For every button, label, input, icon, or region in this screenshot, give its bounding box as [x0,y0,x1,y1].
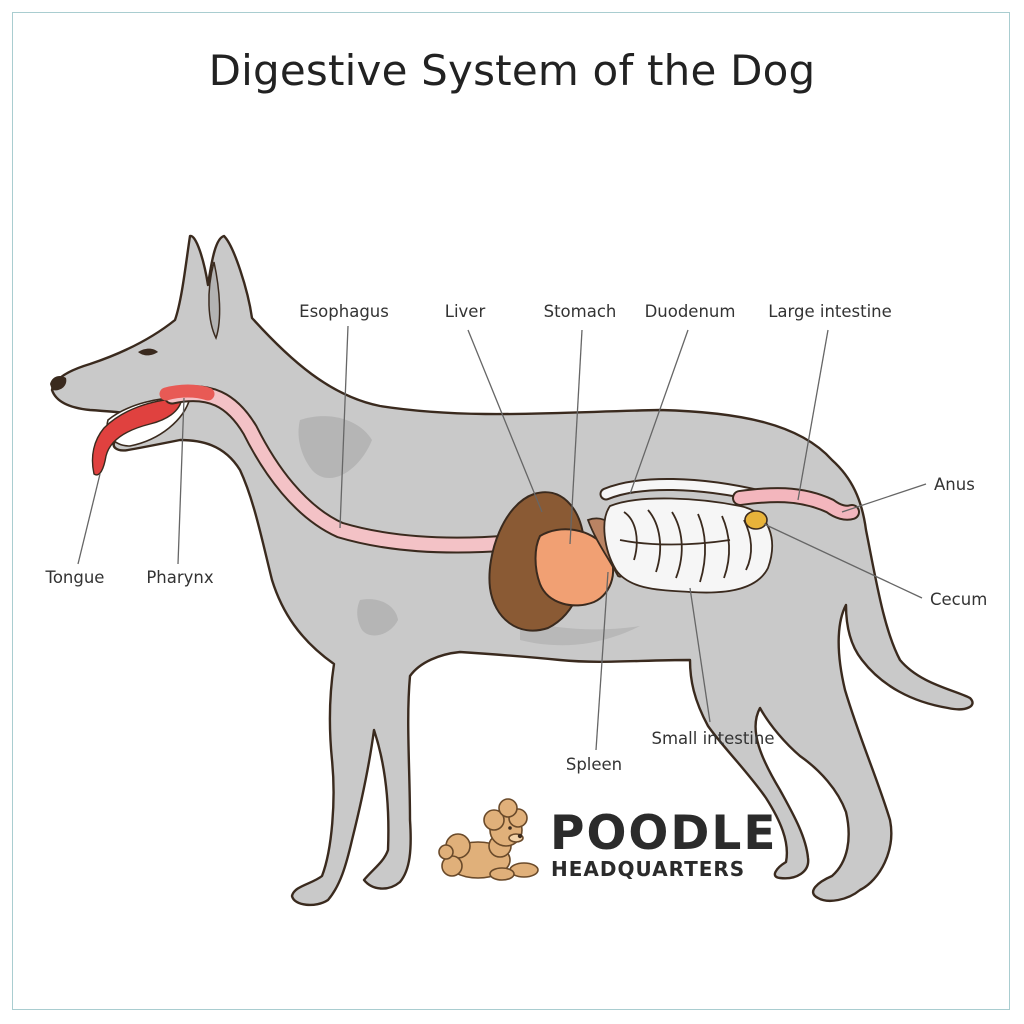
label-esophagus: Esophagus [299,302,389,321]
leader-large-intestine [797,329,829,501]
leader-small-intestine [689,587,711,723]
label-pharynx: Pharynx [146,568,214,587]
leader-spleen [595,571,609,751]
brand-name-line2: HEADQUARTERS [551,857,746,881]
leader-esophagus [339,325,349,529]
leader-tongue [77,473,101,565]
poodle-logo-mascot [438,798,539,881]
label-tongue: Tongue [45,568,105,587]
leader-cecum [763,523,923,599]
label-stomach: Stomach [543,302,617,321]
diagram-title: Digestive System of the Dog [208,46,816,95]
label-small-intestine: Small intestine [651,729,775,748]
cecum [744,510,768,530]
label-spleen: Spleen [565,755,623,774]
stomach [534,528,615,607]
small-intestine [603,497,773,594]
tongue [91,397,183,476]
dog-ear-inner [208,261,221,340]
label-duodenum: Duodenum [644,302,736,321]
leader-stomach [569,329,583,545]
label-cecum: Cecum [930,590,988,609]
pharynx [159,384,215,401]
leader-pharynx [177,397,185,565]
dog-eye [138,348,158,356]
diagram-frame [12,12,1010,1010]
body-shade-chest [298,416,372,479]
leader-duodenum [629,329,689,495]
label-anus: Anus [934,475,975,494]
dog-nose [50,376,67,391]
leader-anus [841,483,927,513]
label-liver: Liver [444,302,486,321]
body-shade-leg [357,599,398,636]
label-large-intestine: Large intestine [768,302,892,321]
brand-name-line1: POODLE [550,806,778,861]
leader-liver [467,329,543,513]
